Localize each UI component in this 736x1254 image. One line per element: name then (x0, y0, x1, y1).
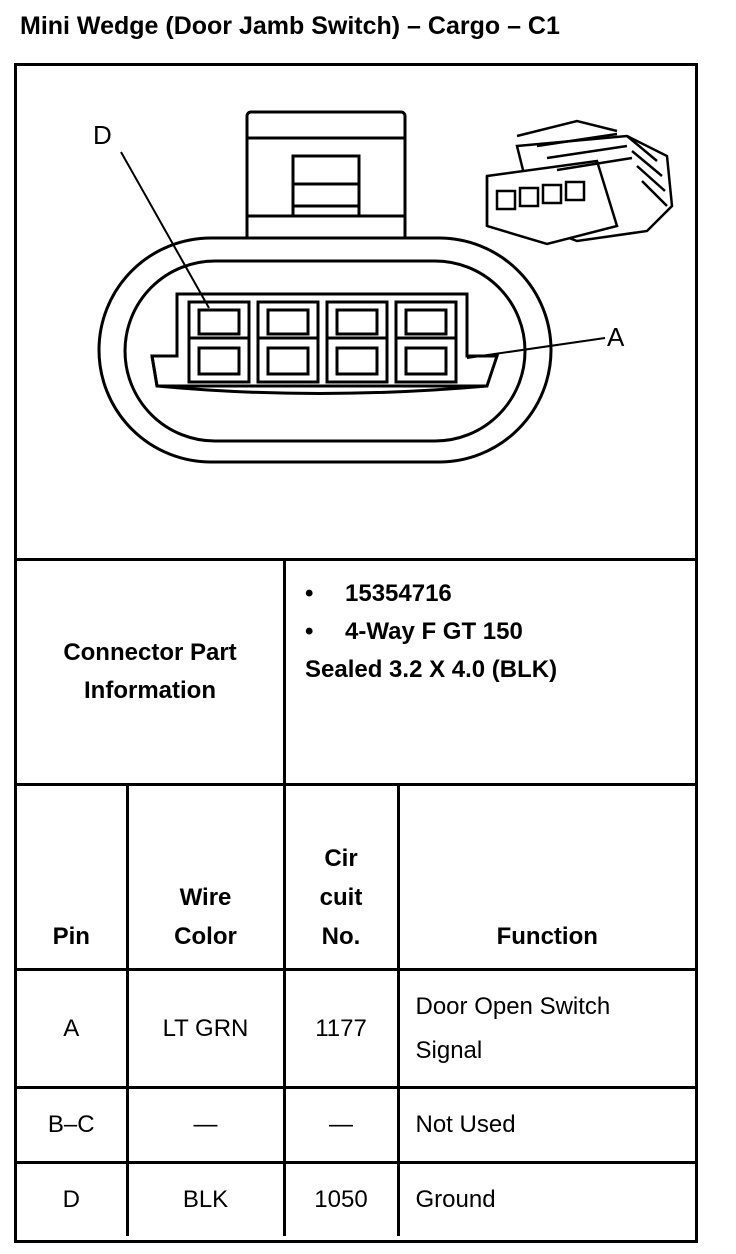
connector-perspective (485, 119, 674, 246)
callout-d-line (120, 151, 210, 309)
circuit-cell: 1050 (282, 1161, 400, 1236)
connector-sheet: D A Connector Part Information •15354716… (14, 63, 698, 1243)
table-row: B–C — — Not Used (17, 1086, 695, 1164)
terminal-cavity (325, 300, 389, 384)
terminal-cavity (394, 300, 458, 384)
table-row: D BLK 1050 Ground (17, 1161, 695, 1236)
wire-color-cell: — (125, 1086, 286, 1164)
header-circuit-no: Cir cuit No. (282, 786, 400, 971)
function-cell: Door Open Switch Signal (396, 968, 695, 1089)
info-item-part-number: •15354716 (305, 575, 557, 613)
function-cell: Ground (396, 1161, 695, 1236)
info-item-sealed: Sealed 3.2 X 4.0 (BLK) (305, 656, 558, 683)
connector-part-info-values: •15354716 •4-Way F GT 150 Sealed 3.2 X 4… (305, 575, 557, 689)
connector-part-info-label: Connector Part Information (17, 561, 286, 783)
table-row: A LT GRN 1177 Door Open Switch Signal (17, 968, 695, 1089)
pin-table: Pin Wire Color Cir cuit No. Function A L… (17, 786, 695, 1236)
pin-cell: D (17, 1161, 129, 1236)
terminal-cavity (256, 300, 320, 384)
callout-a-line (466, 337, 606, 359)
pin-cell: B–C (17, 1086, 129, 1164)
header-wire-color: Wire Color (125, 786, 286, 971)
info-label-line2: Information (84, 677, 216, 704)
connector-diagram: D A (17, 66, 695, 561)
header-pin: Pin (17, 786, 129, 971)
circuit-cell: 1177 (282, 968, 400, 1089)
bullet: • (305, 618, 314, 645)
callout-a-label: A (607, 322, 625, 352)
function-cell: Not Used (396, 1086, 695, 1164)
circuit-cell: — (282, 1086, 400, 1164)
connector-face-drawing: D A (93, 110, 674, 464)
pin-table-header: Pin Wire Color Cir cuit No. Function (17, 786, 695, 971)
info-label-line1: Connector Part (63, 639, 237, 666)
page-title: Mini Wedge (Door Jamb Switch) – Cargo – … (20, 12, 560, 40)
wire-color-cell: BLK (125, 1161, 286, 1236)
pin-cell: A (17, 968, 129, 1089)
header-function: Function (396, 786, 695, 971)
info-item-type: •4-Way F GT 150 (305, 613, 557, 651)
callout-d-label: D (93, 120, 112, 150)
connector-part-information: Connector Part Information •15354716 •4-… (17, 561, 695, 786)
wire-color-cell: LT GRN (125, 968, 286, 1089)
housing-inner (123, 259, 527, 443)
terminal-cavity (187, 300, 251, 384)
bullet: • (305, 580, 314, 607)
